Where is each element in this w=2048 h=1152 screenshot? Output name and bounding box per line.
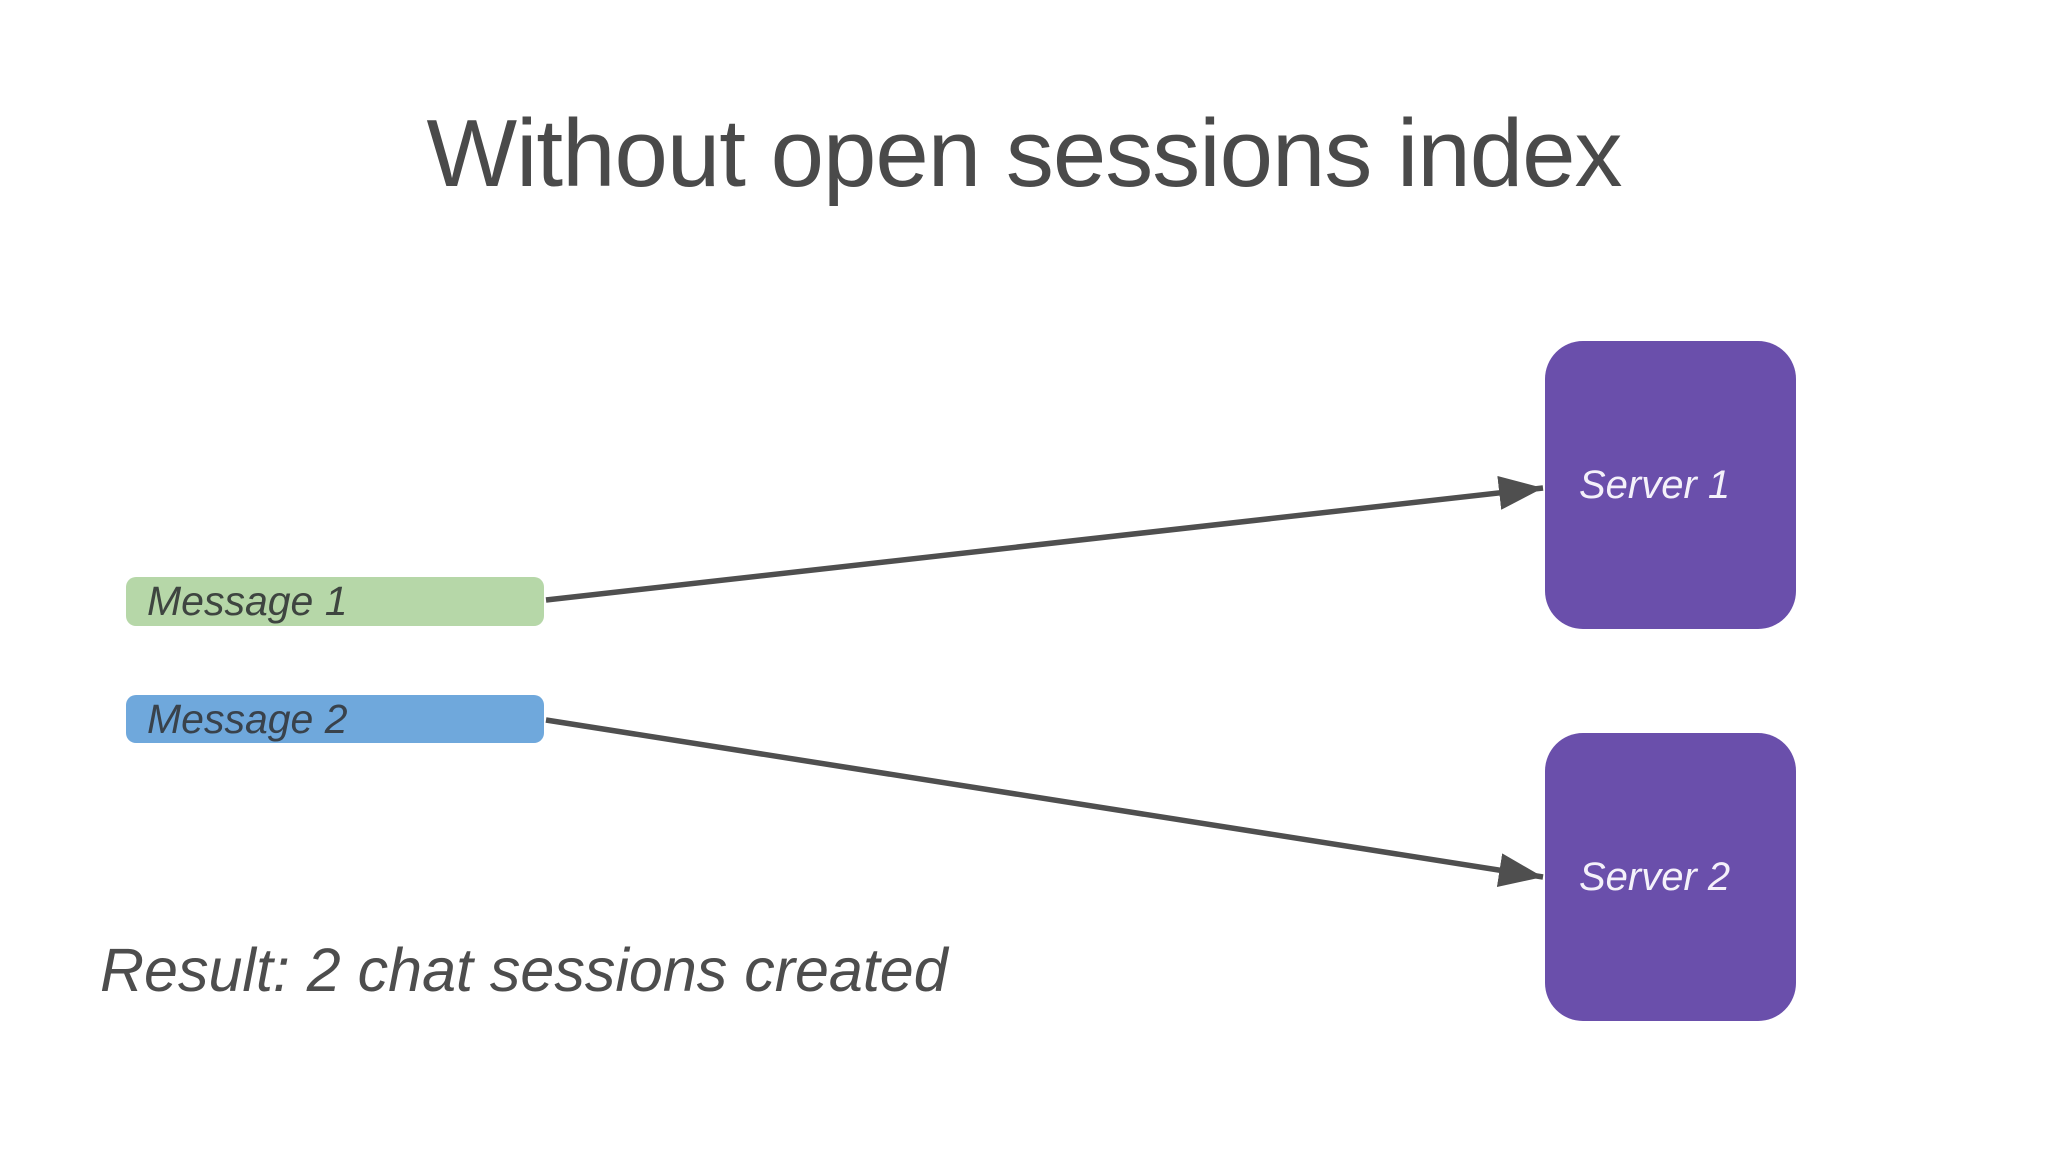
node-server-1: Server 1	[1545, 341, 1796, 629]
node-message-1: Message 1	[126, 577, 544, 626]
node-message-2-label: Message 2	[147, 695, 348, 742]
node-server-2: Server 2	[1545, 733, 1796, 1021]
arrow-message1-to-server1	[545, 476, 1544, 603]
node-server-1-label: Server 1	[1579, 462, 1731, 507]
slide-title: Without open sessions index	[426, 100, 1622, 207]
node-message-2: Message 2	[126, 695, 544, 743]
node-message-1-label: Message 1	[147, 578, 348, 624]
arrow-message2-to-server2	[545, 717, 1544, 887]
result-caption: Result: 2 chat sessions created	[100, 936, 948, 1004]
node-server-2-label: Server 2	[1579, 854, 1731, 899]
